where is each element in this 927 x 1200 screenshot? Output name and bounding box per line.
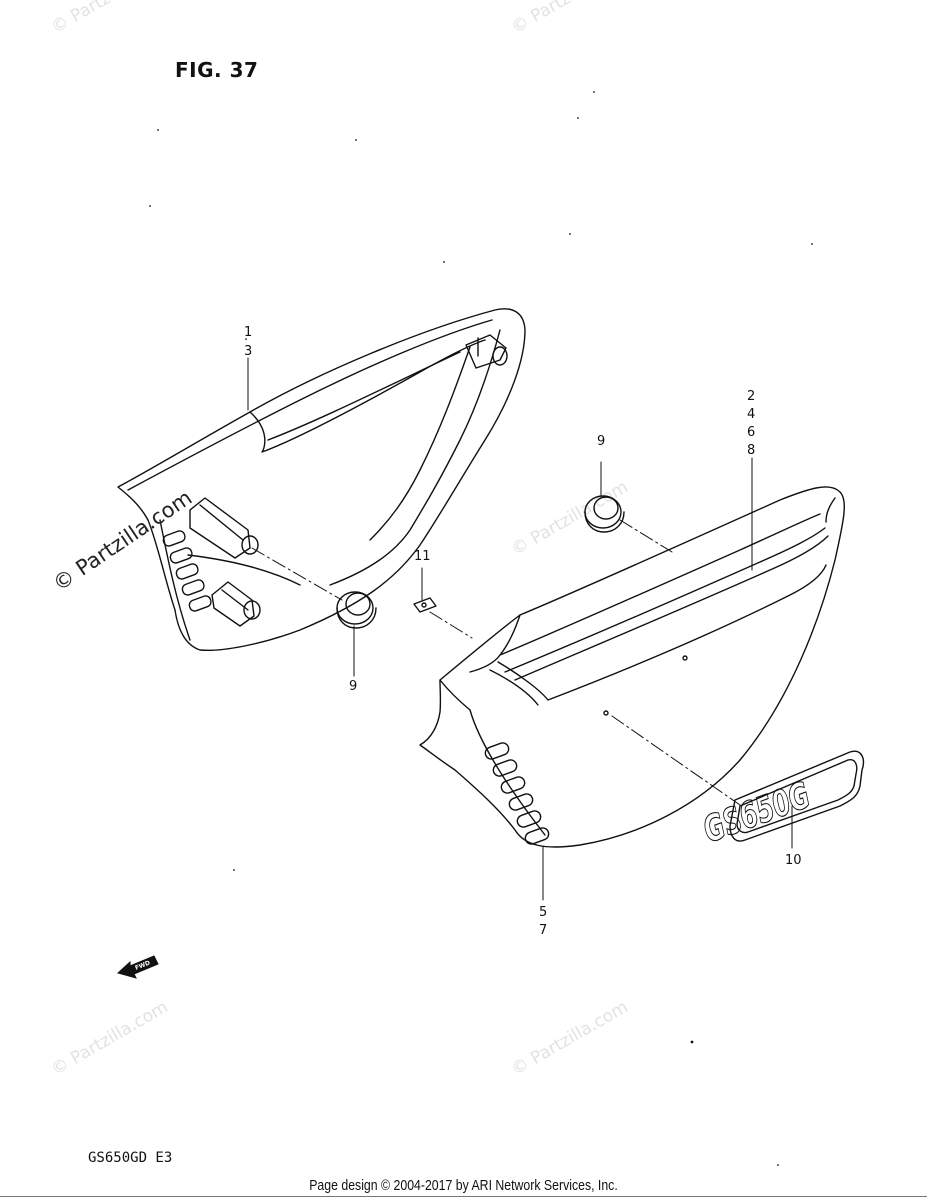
assembly-lines — [251, 519, 741, 806]
callout-2: 2 — [747, 389, 755, 404]
grommet-left — [336, 591, 377, 629]
right-cover-vent-slots — [484, 742, 550, 845]
callout-10: 10 — [785, 853, 802, 868]
forward-direction-arrow: FWD — [116, 955, 159, 979]
page-footer: Page design © 2004-2017 by ARI Network S… — [309, 1177, 618, 1194]
callout-11: 11 — [414, 549, 431, 564]
callout-9-left: 9 — [349, 679, 357, 694]
footer-rule — [0, 1196, 927, 1197]
mounting-clip — [413, 597, 437, 613]
leader-lines — [247, 357, 793, 901]
callout-numbers: 1 · 3 2 4 6 8 9 9 11 10 5 7 — [244, 325, 802, 938]
grommet-right — [584, 495, 625, 533]
callout-4: 4 — [747, 407, 755, 422]
callout-5: 5 — [539, 905, 547, 920]
left-frame-cover — [117, 308, 526, 652]
callout-7: 7 — [539, 923, 547, 938]
left-cover-mount-post-middle — [189, 497, 259, 559]
gs650g-emblem — [729, 750, 865, 842]
callout-6: 6 — [747, 425, 755, 440]
right-frame-cover — [419, 486, 845, 848]
left-cover-mount-post-lower — [211, 581, 261, 627]
emblem-lettering: GS650G — [698, 774, 816, 851]
model-code: GS650GD E3 — [88, 1150, 173, 1166]
callout-dot-1: · — [244, 333, 248, 348]
callout-3: 3 — [244, 344, 252, 359]
figure-title: FIG. 37 — [175, 58, 259, 82]
callout-8: 8 — [747, 443, 755, 458]
left-cover-mount-post-top — [465, 334, 508, 369]
callout-1: 1 — [244, 325, 252, 340]
callout-9-right: 9 — [597, 434, 605, 449]
left-cover-vent-slots — [162, 530, 212, 612]
